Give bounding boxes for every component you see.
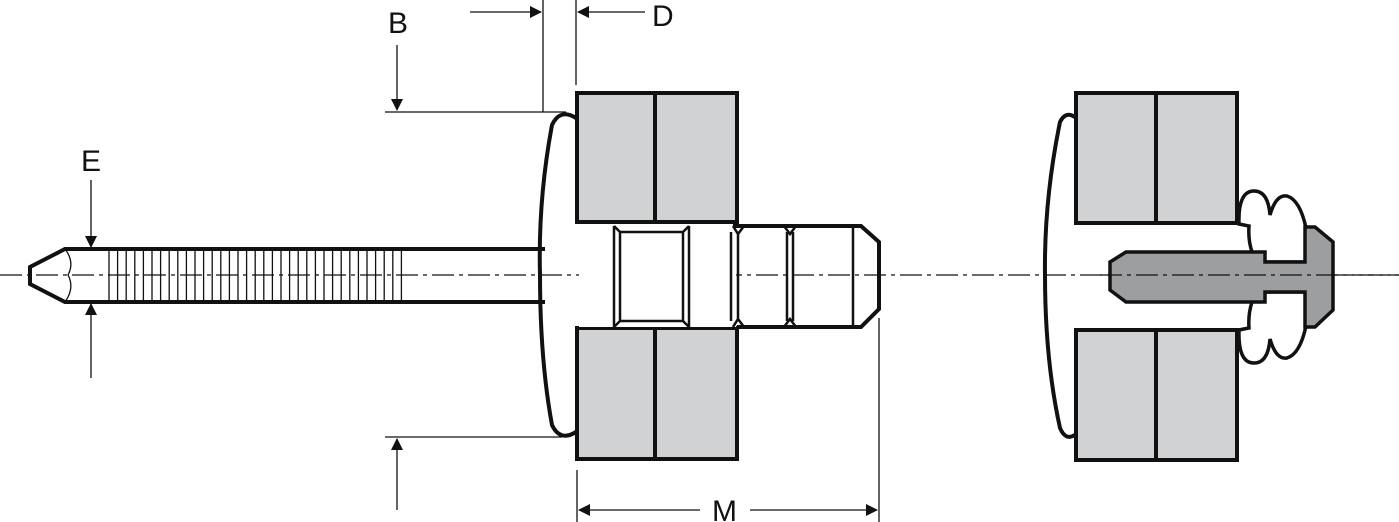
rivet-body	[579, 224, 881, 329]
dimension-m: M	[576, 318, 880, 522]
mandrel-grooves	[108, 250, 403, 301]
dimension-b: B	[385, 7, 566, 510]
rivet-head	[537, 112, 578, 438]
dimension-e: E	[81, 145, 101, 378]
mandrel	[28, 247, 545, 304]
label-m: M	[712, 495, 737, 522]
dimension-d: D	[470, 0, 674, 112]
set-rivet-head	[1042, 112, 1078, 439]
label-b: B	[388, 7, 408, 40]
plates-left	[575, 91, 739, 461]
label-e: E	[81, 145, 101, 178]
plates-right	[1074, 91, 1239, 462]
set-mandrel	[1108, 225, 1335, 329]
label-d: D	[652, 0, 674, 33]
